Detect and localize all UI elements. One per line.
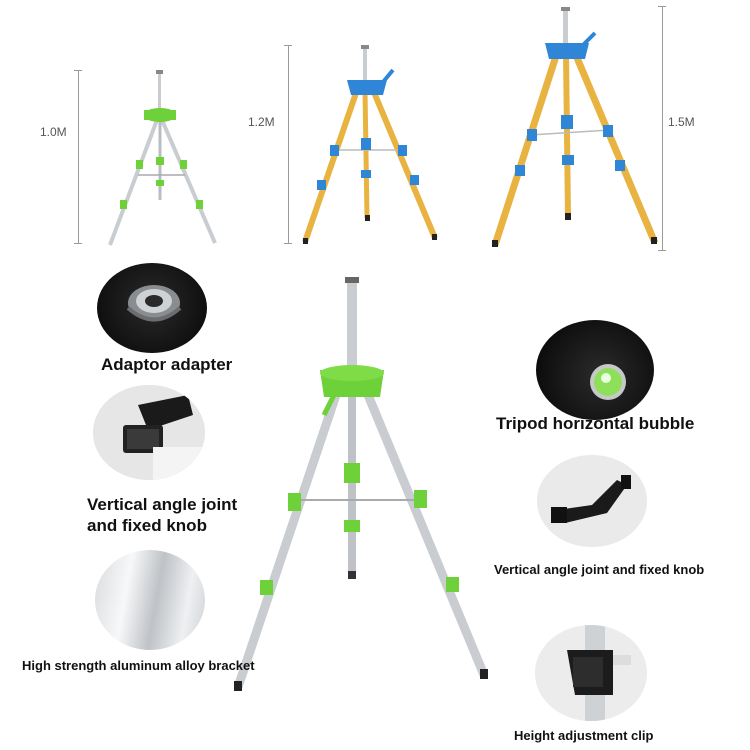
height-clip-closeup-image	[535, 625, 647, 721]
caption-height-clip: Height adjustment clip	[514, 728, 654, 743]
height-marker-small-top	[74, 70, 82, 71]
bubble-closeup-image	[536, 320, 654, 420]
vertical-joint-closeup-image-1	[93, 385, 205, 480]
tripod-small-image	[100, 65, 225, 250]
height-marker-large-bottom	[658, 250, 666, 251]
caption-aluminum: High strength aluminum alloy bracket	[22, 658, 255, 673]
height-marker-small-bottom	[74, 243, 82, 244]
height-marker-large-top	[658, 6, 666, 7]
caption-adaptor: Adaptor adapter	[101, 355, 233, 374]
vertical-joint-closeup-image-2	[537, 455, 647, 547]
tripod-large-image	[485, 5, 665, 250]
height-marker-small	[78, 70, 79, 243]
caption-vertical-joint-1: Vertical angle joint and fixed knob	[87, 495, 238, 535]
height-marker-medium-bottom	[284, 243, 292, 244]
height-marker-large	[662, 6, 663, 250]
height-marker-medium-top	[284, 45, 292, 46]
tripod-medium-image	[295, 40, 445, 250]
size-label-medium: 1.2M	[248, 115, 275, 129]
aluminum-closeup-image	[95, 550, 205, 650]
adaptor-closeup-image	[97, 263, 207, 353]
height-marker-medium	[288, 45, 289, 243]
tripod-main-image	[228, 275, 493, 695]
caption-vertical-joint-2: Vertical angle joint and fixed knob	[494, 562, 705, 577]
size-label-large: 1.5M	[668, 115, 695, 129]
caption-bubble: Tripod horizontal bubble	[496, 414, 695, 433]
size-label-small: 1.0M	[40, 125, 67, 139]
